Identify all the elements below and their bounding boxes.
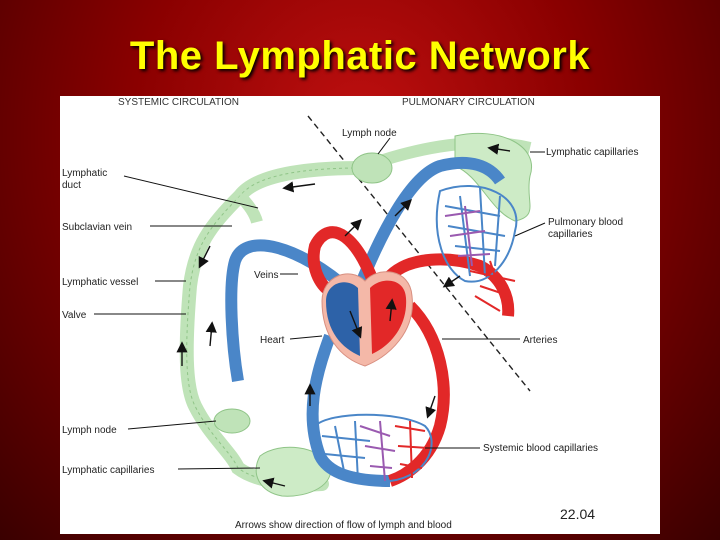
heart-left-side — [370, 280, 407, 354]
slide-title: The Lymphatic Network — [129, 34, 591, 78]
label-leader-lines — [94, 137, 546, 470]
label-lymphatic-vessel: Lymphatic vessel — [62, 277, 138, 288]
vena-cava-upper — [225, 239, 355, 383]
label-valve: Valve — [62, 310, 87, 321]
systemic-capillary-mesh-blue — [321, 420, 371, 482]
label-arteries: Arteries — [523, 335, 557, 346]
lymphatic-vessel-edge — [186, 167, 361, 485]
label-lymphatic-capillaries-left: Lymphatic capillaries — [62, 465, 154, 476]
diagram-caption: Arrows show direction of flow of lymph a… — [235, 520, 452, 531]
label-heart: Heart — [260, 335, 285, 346]
diagram-panel: SYSTEMIC CIRCULATION PULMONARY CIRCULATI… — [60, 96, 660, 534]
pulmonary-artery — [354, 156, 505, 289]
systemic-artery — [387, 301, 450, 487]
pulmonary-capillary-mesh-purple — [444, 205, 491, 267]
systemic-capillary-mesh-purple — [359, 420, 396, 482]
pulmonary-capillary-mesh-red — [469, 260, 516, 312]
systemic-capillary-mesh-red — [394, 420, 429, 479]
pulmonary-capillary-bed — [435, 185, 518, 283]
pulmonary-circulation-header: PULMONARY CIRCULATION — [402, 97, 535, 108]
heart-right-side — [326, 282, 360, 356]
figure-number: 22.04 — [560, 506, 595, 522]
pulmonary-capillary-mesh-blue — [444, 187, 506, 277]
flow-arrows — [176, 143, 511, 489]
label-lymphatic-duct-line2: duct — [62, 180, 81, 191]
lymphatic-duct-branch — [235, 191, 263, 224]
label-systemic-capillaries: Systemic blood capillaries — [483, 443, 598, 454]
label-lymphatic-duct-line1: Lymphatic — [62, 168, 107, 179]
systemic-circulation-header: SYSTEMIC CIRCULATION — [118, 97, 239, 108]
label-lymph-node-top: Lymph node — [342, 128, 397, 139]
pulmonary-vein — [385, 253, 515, 317]
aorta-loop — [307, 226, 384, 298]
lymph-node-top — [351, 152, 393, 184]
circulation-divider — [307, 115, 531, 392]
label-lymph-node-left: Lymph node — [62, 425, 117, 436]
label-pulmonary-capillaries-line2: capillaries — [548, 229, 592, 240]
lymph-node-bottom — [213, 408, 251, 434]
label-pulmonary-capillaries-line1: Pulmonary blood — [548, 217, 623, 228]
lymphatic-network-diagram: SYSTEMIC CIRCULATION PULMONARY CIRCULATI… — [62, 97, 638, 531]
label-subclavian-vein: Subclavian vein — [62, 222, 132, 233]
label-lymphatic-capillaries-right: Lymphatic capillaries — [546, 147, 638, 158]
label-veins: Veins — [254, 270, 278, 281]
